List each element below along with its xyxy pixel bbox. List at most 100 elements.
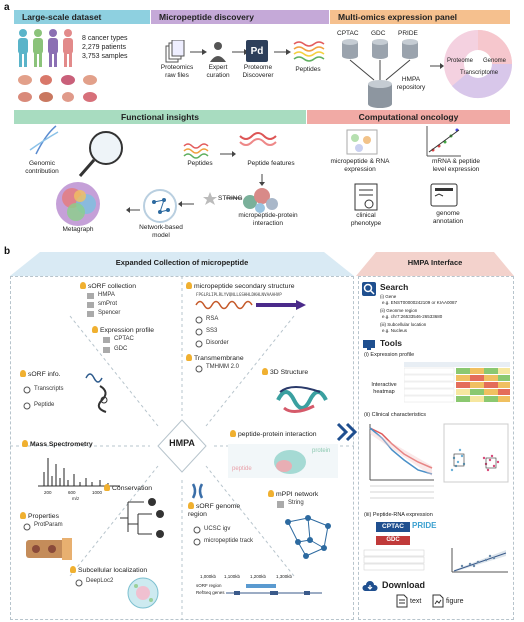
double-chevron-icon <box>336 422 358 442</box>
clock-icon <box>23 523 31 531</box>
genome-annotation-icon <box>430 183 458 207</box>
sorf-info-item: Peptide <box>34 402 55 408</box>
omics-proteome: Proteome <box>447 58 474 64</box>
sorf-source: Spencer <box>98 310 121 316</box>
peptides-squiggle-icon <box>293 41 325 62</box>
collection-title: Expanded Collection of micropeptide <box>115 258 249 267</box>
organ-icon <box>18 92 32 102</box>
omics-genome: Genome <box>483 58 507 64</box>
clock-icon <box>195 365 203 373</box>
peptide-sequence: FPGLRLIPLRLYVQNLLGSHHLDKHLNVAAAHVP <box>196 292 282 297</box>
search-location-example: e.g. Nucleus <box>382 328 408 333</box>
download-figure-label[interactable]: figure <box>446 598 464 605</box>
lightbulb-icon <box>70 566 76 573</box>
tools-expression-profile: (i) Expression profile <box>364 352 415 358</box>
peptides-label: Peptides <box>295 66 321 73</box>
raw-files-icon <box>165 40 185 63</box>
database-list-icon <box>103 337 110 353</box>
lightbulb-icon <box>80 282 86 289</box>
transcript-peptide-graphic <box>85 373 108 413</box>
figure-file-icon[interactable] <box>432 594 444 608</box>
person-icon <box>33 29 43 67</box>
heatmap-table-graphic <box>404 362 510 403</box>
conservation-title: Conservation <box>104 484 152 493</box>
clock-icons <box>195 316 203 348</box>
metagraph-label: Metagraph <box>62 226 94 233</box>
rna-expression-label: micropeptide & RNA expression <box>330 158 390 173</box>
mppi-title: mPPI network <box>268 490 318 499</box>
database-list-icon <box>87 293 94 317</box>
text-file-icon[interactable] <box>396 594 408 608</box>
interface-frame <box>358 276 514 620</box>
search-gene-label: (i) Gene <box>380 294 397 299</box>
ms-tick: 200 <box>44 490 52 495</box>
cloud-download-icon[interactable] <box>362 580 378 592</box>
arrow-icon <box>430 63 444 69</box>
ms-xlabel: m/z <box>72 496 80 501</box>
expression-cells-icon <box>346 129 378 155</box>
functional-insights-graphic <box>29 125 278 226</box>
header-discovery: Micropeptide discovery <box>151 10 329 24</box>
scatter-plot-icon <box>426 126 461 157</box>
database-icon <box>402 39 418 59</box>
download-text-label[interactable]: text <box>410 598 422 605</box>
secondary-item: SS3 <box>206 328 218 334</box>
panel-a-letter: a <box>4 2 10 13</box>
clinical-plots-graphic <box>369 423 509 499</box>
lightbulb-icon <box>22 440 28 447</box>
dataset-stat: 3,753 samples <box>82 53 128 60</box>
metagraph-icon <box>56 182 100 226</box>
ppi-protein-label: protein <box>312 448 331 454</box>
ppi-blob-graphic <box>274 450 306 474</box>
search-gene-example: e.g. ENST00000242109 or KIAA0087 <box>382 300 458 305</box>
secondary-item: RSA <box>206 316 219 322</box>
source-gdc: GDC <box>371 30 386 37</box>
lightbulb-icon <box>20 370 26 377</box>
helix-track-graphic <box>195 300 306 310</box>
genome-tick: 1,100kb <box>224 574 241 579</box>
transmembrane-title: Transmembrane <box>186 354 244 363</box>
database-icon <box>342 39 358 59</box>
search-icon <box>362 282 376 296</box>
organ-icon <box>83 92 97 102</box>
hmpa-center-label: HMPA <box>169 438 195 448</box>
header-multiomics: Multi-omics expression panel <box>330 10 510 24</box>
person-icon <box>63 29 73 67</box>
clock-icon <box>75 579 83 587</box>
pride-logo: PRIDE <box>412 521 437 530</box>
database-icon <box>372 39 388 59</box>
helix-icon <box>239 132 277 146</box>
proteome-discoverer-label: Proteome Discoverer <box>242 64 274 79</box>
ppi-peptide-label: peptide <box>232 466 252 472</box>
mass-spectrum-graphic <box>38 458 120 487</box>
patients-illustration <box>18 29 73 67</box>
expression-profile-title: Expression profile <box>92 326 154 335</box>
properties-tool: ProtParam <box>34 522 63 528</box>
expert-curation-label: Expert curation <box>206 64 230 79</box>
lightbulb-icon <box>188 502 194 509</box>
network-graphic <box>285 515 331 559</box>
omics-circle-graphic <box>444 30 513 99</box>
subcellular-title: Subcellular localization <box>70 566 147 575</box>
search-region-label: (ii) Geonme region <box>380 308 418 313</box>
organs-illustration <box>18 75 97 102</box>
peptide-rna-graphic <box>363 548 508 573</box>
gdc-logo: GDC <box>376 536 410 545</box>
dna-helix-icon <box>29 125 59 155</box>
genome-region-title: sORF genome region <box>188 502 241 518</box>
expression-source: CPTAC <box>114 336 134 342</box>
download-title: Download <box>382 580 425 590</box>
omics-transcriptome: Transcriptome <box>460 70 499 76</box>
sorf-collection-title: sORF collection <box>80 282 136 291</box>
sorf-info-item: Transcripts <box>34 386 64 392</box>
ms-tick: 1000 <box>92 490 103 495</box>
header-oncology: Computational oncology <box>307 110 510 124</box>
repository-label: HMPA repository <box>396 76 426 91</box>
clock-icons <box>23 386 31 410</box>
sorf-source: smProt <box>98 301 118 307</box>
sorf-source: HMPA <box>98 292 115 298</box>
properties-title: Properties <box>20 512 59 521</box>
genome-tick: 1,200kb <box>250 574 267 579</box>
mass-spec-title: Mass Spectrometry <box>22 440 93 449</box>
network-model-label: Network-based model <box>139 224 183 239</box>
